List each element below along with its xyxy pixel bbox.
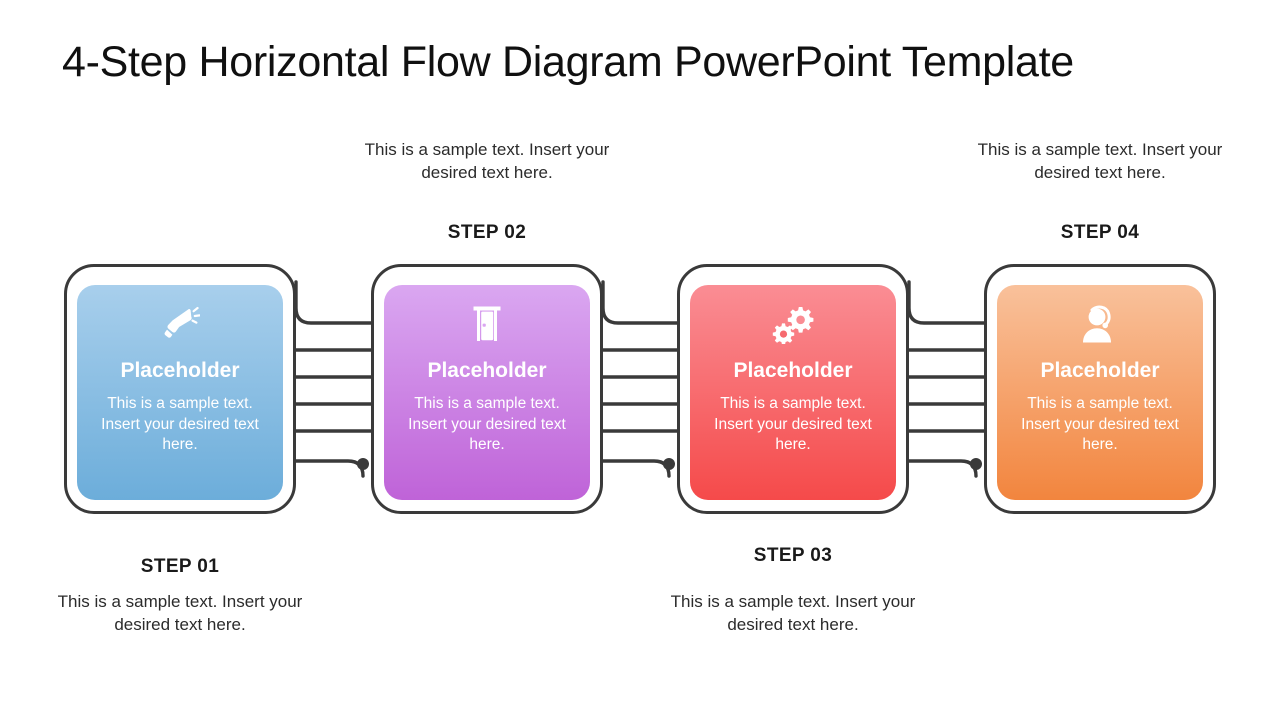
connector-dot-3 [970,458,982,470]
megaphone-icon [77,301,283,347]
step-card-1[interactable]: Placeholder This is a sample text. Inser… [77,285,283,500]
step-label-3: STEP 03 [753,545,833,566]
card-title: Placeholder [120,359,240,382]
card-title: Placeholder [1040,359,1160,382]
step-description-1: This is a sample text. Insert your desir… [57,592,303,635]
connector-dot-1 [357,458,369,470]
headset-person-icon [997,301,1203,347]
card-body: This is a sample text. Insert your desir… [408,395,566,454]
door-icon [384,301,590,347]
card-body: This is a sample text. Insert your desir… [1021,395,1179,454]
connector-dot-2 [663,458,675,470]
step-label-2: STEP 02 [447,222,527,243]
step-card-3[interactable]: Placeholder This is a sample text. Inser… [690,285,896,500]
card-body: This is a sample text. Insert your desir… [714,395,872,454]
connector-bottom-curve-1 [294,459,365,478]
step-description-4: This is a sample text. Insert your desir… [977,140,1223,183]
connector-top-curve-1 [294,280,373,325]
step-frame-3[interactable] [677,264,909,514]
connector-bottom-curve-3 [907,459,978,478]
step-description-2: This is a sample text. Insert your desir… [364,140,610,183]
connector-bottom-curve-2 [601,459,671,478]
gears-icon [690,301,896,347]
step-card-2[interactable]: Placeholder This is a sample text. Inser… [384,285,590,500]
card-title: Placeholder [733,359,853,382]
card-title: Placeholder [427,359,547,382]
connector-top-curve-3 [907,280,986,325]
connector-top-curve-2 [601,280,679,325]
step-description-3: This is a sample text. Insert your desir… [670,592,916,635]
step-frame-4[interactable] [984,264,1216,514]
step-label-1: STEP 01 [140,556,220,577]
step-frame-2[interactable] [371,264,603,514]
card-body: This is a sample text. Insert your desir… [101,395,259,454]
step-frame-1[interactable] [64,264,296,514]
step-label-4: STEP 04 [1060,222,1140,243]
step-card-4[interactable]: Placeholder This is a sample text. Inser… [997,285,1203,500]
page-title: 4-Step Horizontal Flow Diagram PowerPoin… [62,38,1074,86]
